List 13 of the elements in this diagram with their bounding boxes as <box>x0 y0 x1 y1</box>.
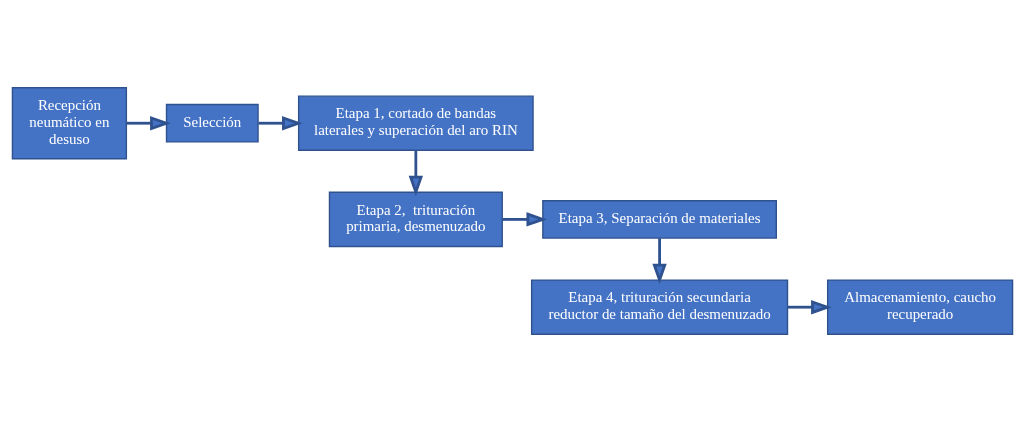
node-box: Recepción neumático en desuso <box>11 86 128 159</box>
arrow <box>126 115 171 130</box>
node-box: Etapa 3, Separación de materiales <box>542 199 777 239</box>
arrow <box>408 149 424 196</box>
arrow <box>258 115 303 130</box>
arrow <box>787 299 832 314</box>
node-box: Etapa 4, trituración secundaria reductor de tamaño del desmenuzado <box>530 278 789 335</box>
arrow <box>652 237 667 284</box>
node-box: Etapa 2, trituración primaria, desmenuzado <box>328 191 503 247</box>
arrow <box>502 211 548 227</box>
node-box: Etapa 1, cortado de bandas laterales y superación del aro RIN <box>297 94 534 151</box>
node-box: Almacenamiento, caucho recuperado <box>826 278 1014 335</box>
node-box: Selección <box>165 103 259 143</box>
